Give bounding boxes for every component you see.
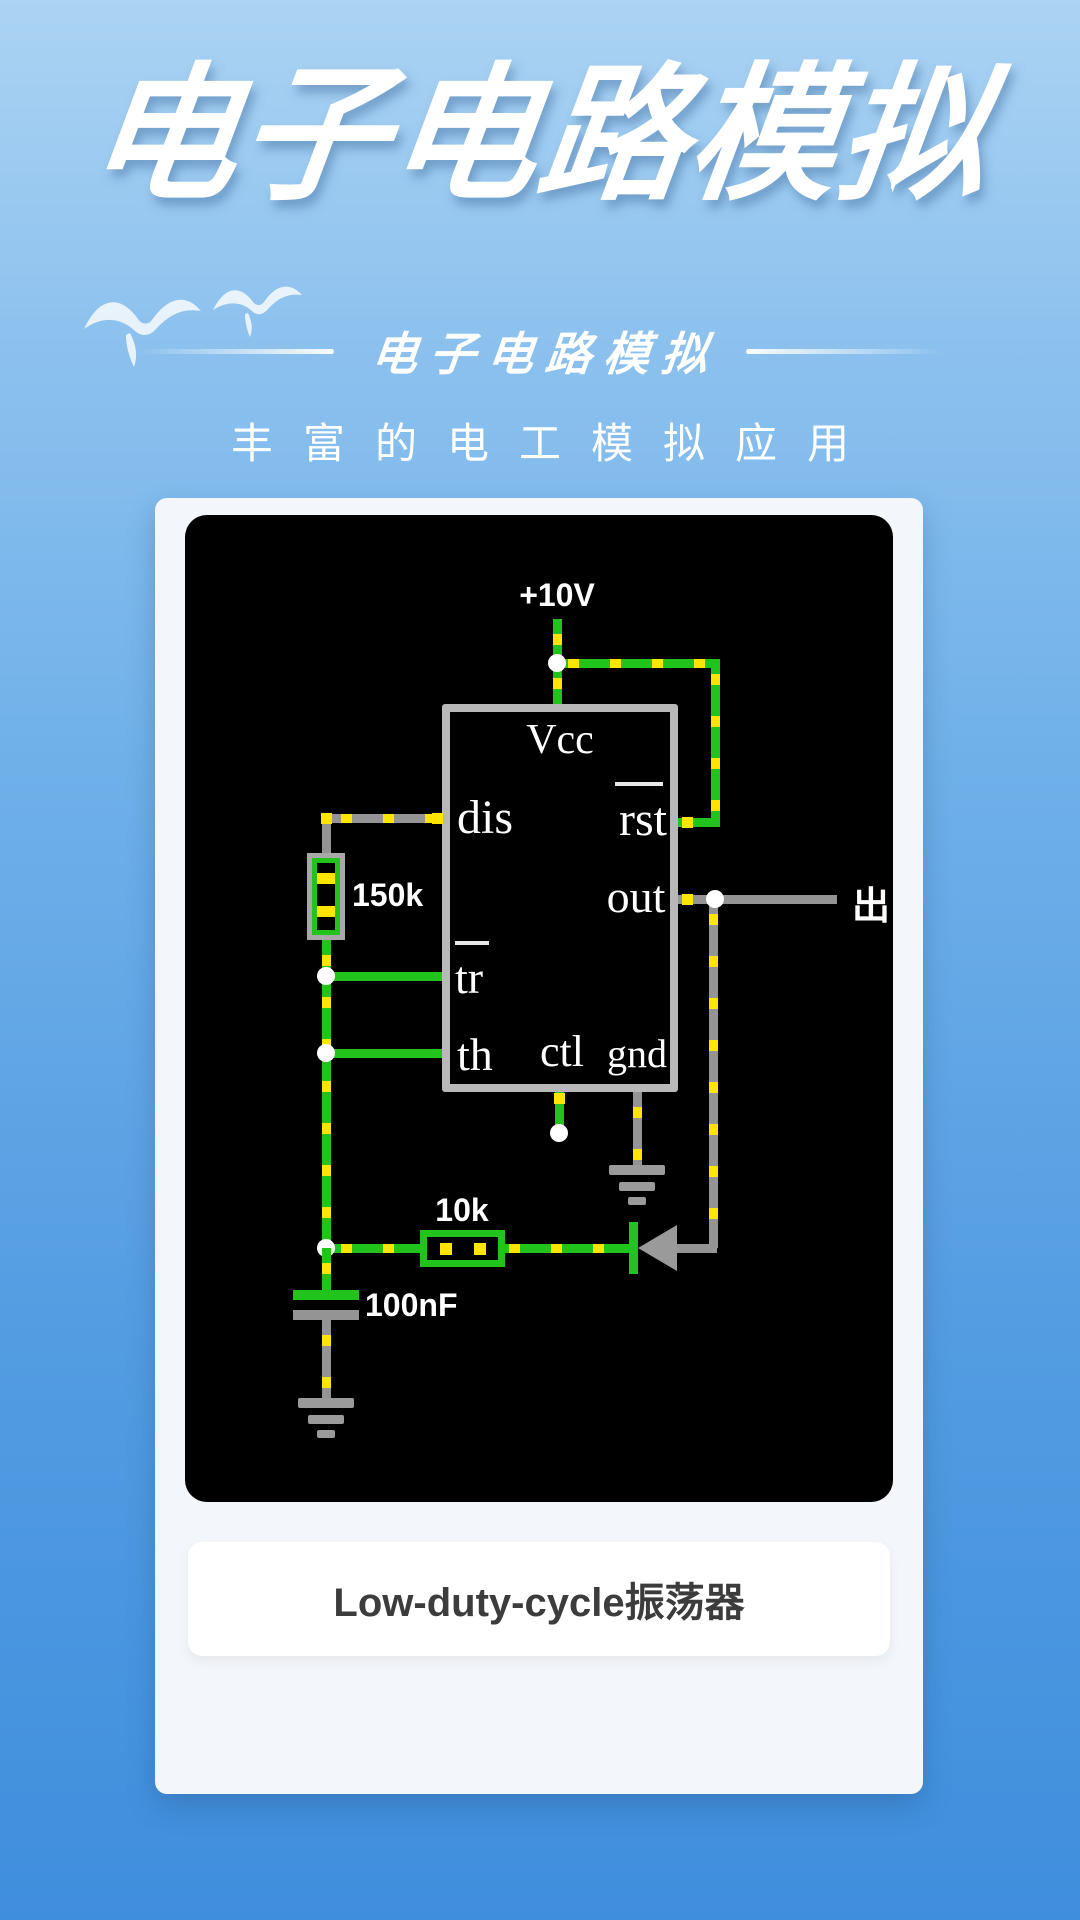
resistor-150k-label: 150k [352,877,424,913]
wire-vcc-stub [553,663,562,704]
subtitle-line-right [746,348,942,354]
capacitor-plate-bottom [293,1310,359,1320]
pin-label-out: out [606,871,666,922]
wire-supply-stub [553,619,562,663]
seagull-icon [84,299,201,367]
ground-symbol-bar [298,1398,354,1408]
ground-symbol-bar [609,1165,665,1175]
ctl-pin-terminal [554,1093,565,1104]
wire-dis-horizontal [326,814,442,823]
pin-label-ctl: ctl [540,1027,584,1076]
wire-dis-corner [322,814,331,857]
ground-symbol-bar [619,1182,655,1191]
tr-overline [455,941,489,945]
out-junction-node [706,890,724,908]
wire-tr-horizontal [326,972,442,981]
out-pin-terminal [682,894,693,905]
rst-pin-terminal [682,817,693,828]
resistor-dash [473,1242,486,1255]
pin-label-gnd: gnd [607,1031,667,1076]
wire-right-vertical [711,659,720,827]
wire-th-horizontal [326,1049,442,1058]
wire-diode-anode [677,1244,717,1253]
th-junction-node [317,1044,335,1062]
wire-cap-stub [322,1248,331,1290]
wire-left-vertical [322,940,331,1248]
supply-junction-node [548,654,566,672]
dis-corner-dash [321,813,332,824]
ground-symbol-bar [317,1430,335,1438]
subtitle-row: 电子电路模拟 [0,320,1080,382]
resistor-dash [439,1242,452,1255]
diode-triangle [638,1225,677,1271]
caption-card[interactable]: Low-duty-cycle振荡器 [188,1542,890,1656]
wire-ctl-stub [555,1092,564,1133]
wire-out-horizontal [678,895,837,904]
circuit-card[interactable]: +10V Vcc dis rst out tr th ctl gnd [155,498,923,1794]
wire-gnd-stub [633,1092,642,1165]
pin-label-dis: dis [457,791,514,844]
wire-top-horizontal [553,659,719,668]
page-title: 电子电路模拟 [79,53,1001,218]
wire-cap-ground [322,1320,331,1398]
ground-symbol-bar [628,1197,646,1205]
tr-junction-node [317,967,335,985]
ground-symbol-bar [308,1415,344,1424]
supply-label: +10V [519,577,595,613]
caption-label: Low-duty-cycle振荡器 [333,1581,745,1625]
pin-label-th: th [457,1029,493,1080]
circuit-canvas[interactable]: +10V Vcc dis rst out tr th ctl gnd [185,515,893,1502]
capacitor-label: 100nF [365,1287,458,1323]
slogan-text: 丰富的电工模拟应用 [230,420,879,467]
pin-label-tr: tr [455,952,484,1003]
seagull-icon [213,286,302,337]
output-label: 出 [851,886,890,928]
subtitle-line-left [138,348,334,354]
resistor-10k-label: 10k [435,1192,489,1228]
pin-label-rst: rst [619,793,667,846]
timer-chip-body [442,704,678,1092]
wire-rst-horizontal [678,818,719,827]
dis-pin-terminal [432,813,443,824]
wire-out-vertical [709,899,718,1248]
rst-overline [615,782,663,786]
resistor-150k [307,853,345,940]
diode-cathode-bar [629,1222,638,1274]
capacitor-plate-top [293,1290,359,1300]
subtitle-text: 电子电路模拟 [368,328,723,380]
pin-label-vcc: Vcc [526,717,594,763]
resistor-150k-element [312,858,340,935]
resistor-10k [420,1230,505,1267]
ctl-terminal-node [550,1124,568,1142]
